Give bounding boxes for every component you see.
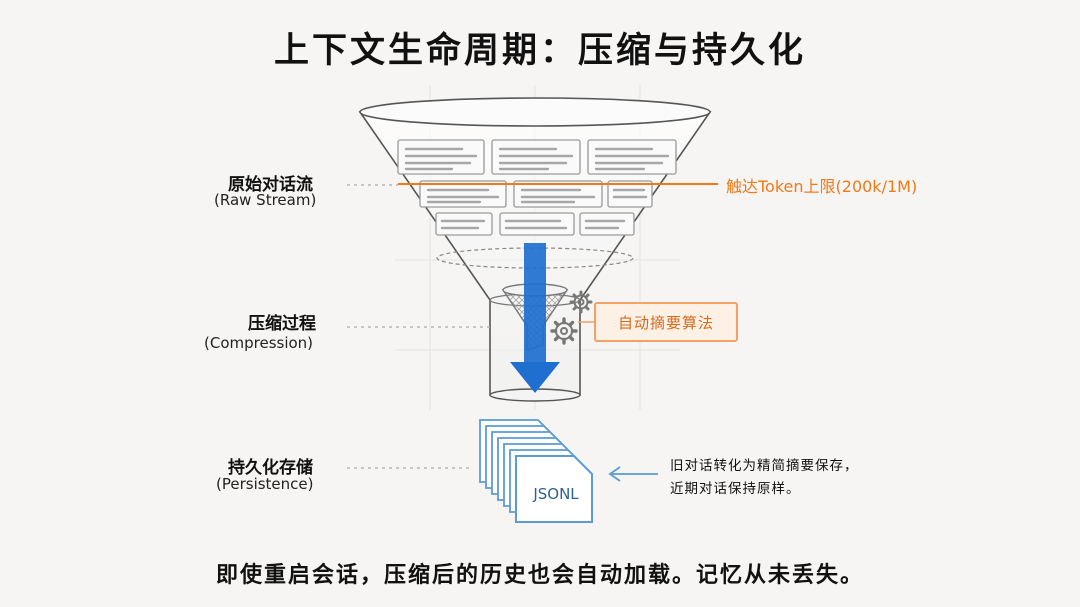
left-arrow-icon xyxy=(608,466,658,482)
summary-algorithm-box: 自动摘要算法 xyxy=(594,302,738,342)
down-arrow-icon xyxy=(510,243,560,393)
footer-caption: 即使重启会话，压缩后的历史也会自动加载。记忆从未丢失。 xyxy=(215,562,864,588)
jsonl-file-stack xyxy=(479,419,593,523)
persistence-note: 旧对话转化为精简摘要保存， 近期对话保持原样。 xyxy=(670,455,930,501)
jsonl-file-label: JSONL xyxy=(532,485,579,503)
raw-stream-label-zh: 原始对话流 xyxy=(228,175,313,195)
compression-label-zh: 压缩过程 xyxy=(248,314,316,334)
persistence-label-en: (Persistence) xyxy=(216,475,314,493)
persistence-label-zh: 持久化存储 xyxy=(228,458,313,478)
note-line-1: 旧对话转化为精简摘要保存， xyxy=(670,458,859,474)
note-line-2: 近期对话保持原样。 xyxy=(670,481,801,497)
raw-stream-label-en: (Raw Stream) xyxy=(214,191,317,209)
gear-icon xyxy=(550,317,578,345)
compression-label-en: (Compression) xyxy=(204,334,314,352)
leader-lines xyxy=(347,184,492,469)
token-limit-label: 触达Token上限(200k/1M) xyxy=(726,177,918,196)
gear-icon xyxy=(569,290,593,314)
summary-algorithm-label: 自动摘要算法 xyxy=(617,313,714,332)
document-text-lines xyxy=(404,147,670,230)
page-title: 上下文生命周期：压缩与持久化 xyxy=(273,30,806,71)
